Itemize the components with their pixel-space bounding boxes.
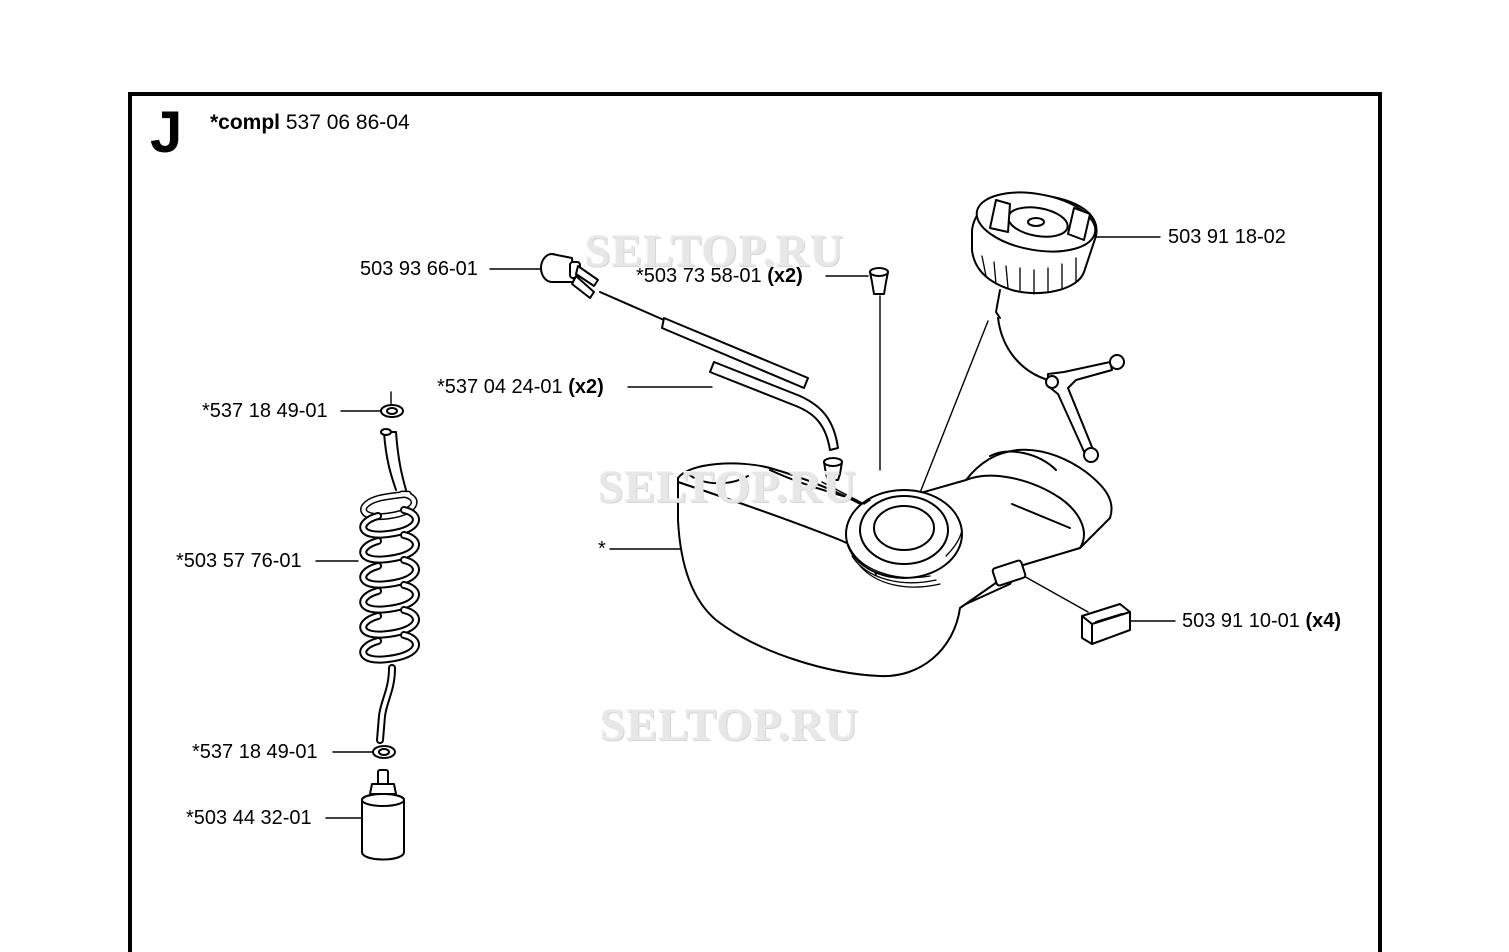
label-valve: *503 73 58-01 (x2) xyxy=(636,265,803,287)
label-fuel-hose: *537 04 24-01 (x2) xyxy=(437,376,604,398)
diagram-frame xyxy=(128,92,1382,952)
watermark-3: SELTOP.RU xyxy=(600,699,860,750)
label-washer-top: *537 18 49-01 xyxy=(202,400,328,422)
coil-hose-part xyxy=(359,428,420,744)
washer-bottom-part xyxy=(372,745,396,759)
label-rubber-pad: 503 91 10-01 (x4) xyxy=(1182,610,1342,632)
label-fuel-cap: 503 91 18-02 xyxy=(1168,226,1286,248)
coil-ring xyxy=(361,633,418,662)
washer-top-part xyxy=(380,404,404,418)
section-letter: J xyxy=(150,100,183,165)
fuel-cap-part xyxy=(971,191,1125,463)
label-fuel-tank: * xyxy=(598,538,606,560)
coil-ring xyxy=(361,558,418,587)
fuel-pipe-nipple-part xyxy=(540,253,599,299)
fuel-hose-parts xyxy=(599,291,839,451)
label-washer-bottom: *537 18 49-01 xyxy=(192,741,318,763)
label-coil-hose: *503 57 76-01 xyxy=(176,550,302,572)
coil-ring xyxy=(361,583,418,612)
assembly-part-number: 537 06 86-04 xyxy=(285,111,410,134)
coil-ring xyxy=(361,533,418,562)
assembly-prefix: *compl xyxy=(210,111,281,134)
assembly-number: *compl 537 06 86-04 xyxy=(210,111,410,135)
coil-ring xyxy=(361,608,418,637)
fuel-tank-part xyxy=(677,448,1113,678)
fuel-filter-part xyxy=(361,769,405,861)
rubber-pad-part xyxy=(1081,603,1131,645)
coil-ring xyxy=(361,508,418,537)
label-fuel-filter: *503 44 32-01 xyxy=(186,807,312,829)
watermark-1: SELTOP.RU xyxy=(585,225,845,276)
watermark-2: SELTOP.RU xyxy=(598,461,858,512)
coil-rings xyxy=(359,506,420,664)
valve-part xyxy=(823,267,889,481)
leader-lines xyxy=(315,236,1176,819)
label-fuel-pipe-nipple: 503 93 66-01 xyxy=(360,258,478,280)
